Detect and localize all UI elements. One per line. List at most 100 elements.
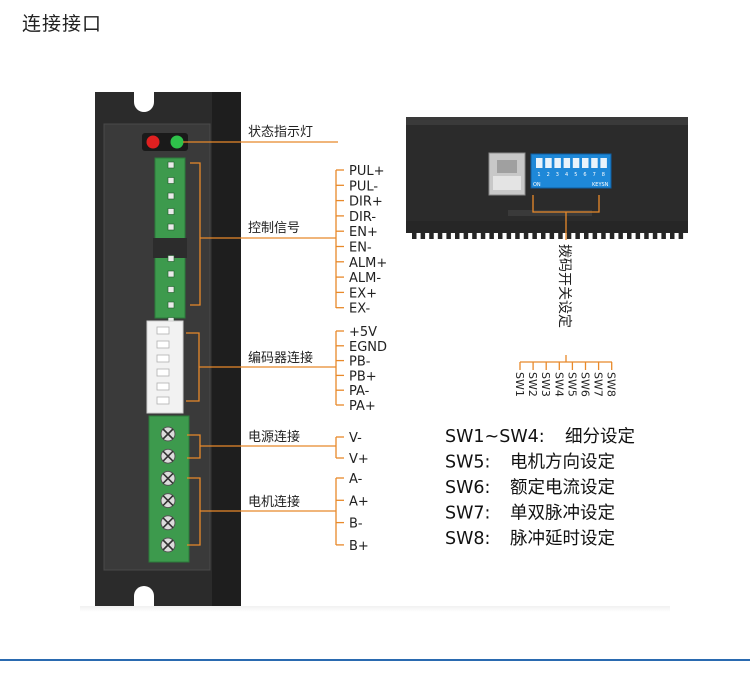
heatsink-fin bbox=[455, 231, 460, 239]
heatsink-fin bbox=[515, 231, 520, 239]
red-led-icon bbox=[146, 135, 160, 149]
pin-label: PUL+ bbox=[349, 164, 385, 179]
pin-label: PB+ bbox=[349, 369, 377, 384]
heatsink-fin bbox=[498, 231, 503, 239]
bottom-divider bbox=[0, 659, 750, 661]
heatsink-fin bbox=[635, 231, 641, 239]
pin-label: A- bbox=[349, 472, 363, 487]
terminal-pin bbox=[167, 223, 175, 231]
legend-key: SW5: bbox=[445, 453, 490, 473]
legend-key: SW8: bbox=[445, 529, 490, 549]
switch-label: SW5 bbox=[565, 372, 578, 397]
switch-label: SW4 bbox=[552, 372, 565, 397]
legend-desc: 细分设定 bbox=[565, 427, 635, 447]
heatsink-fin bbox=[575, 231, 580, 239]
heatsink-fin bbox=[601, 231, 606, 239]
dip-key bbox=[582, 158, 589, 168]
control-signal-label: 控制信号 bbox=[248, 221, 300, 236]
control-signal-terminal bbox=[153, 157, 187, 324]
heatsink-fin bbox=[549, 231, 555, 239]
dip-number: 3 bbox=[556, 172, 559, 178]
legend-key: SW1~SW4: bbox=[445, 427, 545, 447]
pin-label: V- bbox=[349, 431, 362, 446]
switch-label: SW1 bbox=[513, 372, 526, 397]
dip-number: 2 bbox=[547, 172, 550, 178]
switch-label: SW2 bbox=[526, 372, 539, 397]
pin-label: +5V bbox=[349, 325, 377, 340]
pin-label: EN- bbox=[349, 241, 372, 256]
rj45-port-icon bbox=[488, 152, 526, 196]
heatsink-fin bbox=[429, 231, 434, 239]
leader-lines bbox=[183, 141, 338, 546]
heatsink-fin bbox=[532, 231, 537, 239]
dip-key bbox=[600, 158, 607, 168]
terminal-pin bbox=[167, 270, 175, 278]
top-mount-notch bbox=[134, 92, 154, 112]
screw-slot bbox=[162, 495, 174, 507]
screw-slot bbox=[162, 450, 174, 462]
heatsink-fin bbox=[652, 231, 658, 239]
terminal-pin bbox=[167, 208, 175, 215]
pin-label: A+ bbox=[349, 494, 369, 509]
encoder-pin bbox=[156, 396, 170, 405]
pin-labels: PUL+PUL-DIR+DIR-EN+EN-ALM+ALM-EX+EX-+5VE… bbox=[349, 164, 387, 554]
heatsink-fin bbox=[541, 231, 546, 239]
dip-number: 1 bbox=[537, 172, 540, 178]
pin-label: V+ bbox=[349, 452, 369, 467]
pin-label: DIR+ bbox=[349, 195, 383, 210]
heatsink-fin bbox=[670, 231, 675, 239]
pin-label: EN+ bbox=[349, 225, 378, 240]
heatsink-fin bbox=[506, 231, 512, 239]
power-motor-terminal bbox=[148, 415, 190, 563]
dip-key bbox=[536, 158, 543, 168]
pin-label: PUL- bbox=[349, 179, 378, 194]
heatsink-fin bbox=[566, 231, 572, 239]
switch-label: SW6 bbox=[579, 372, 592, 397]
heatsink-fin bbox=[618, 231, 623, 239]
encoder-pin bbox=[156, 326, 170, 335]
heatsink-fin bbox=[412, 231, 417, 239]
page-title: 连接接口 bbox=[22, 13, 103, 35]
heatsink-fin bbox=[463, 231, 469, 239]
pin-label: ALM- bbox=[349, 271, 381, 286]
heatsink-fin bbox=[627, 231, 632, 239]
legend-desc: 单双脉冲设定 bbox=[510, 504, 615, 524]
dip-key bbox=[554, 158, 561, 168]
terminal-pin bbox=[167, 255, 175, 262]
switch-setting-label: 拨码开关设定 bbox=[556, 244, 572, 328]
heatsink-fin bbox=[644, 231, 649, 239]
dip-key bbox=[572, 158, 580, 168]
motor-label: 电机连接 bbox=[248, 494, 300, 510]
dip-on-mark: ON bbox=[533, 182, 541, 188]
heatsink-fin bbox=[437, 231, 443, 239]
dip-key bbox=[545, 158, 552, 168]
power-label: 电源连接 bbox=[248, 429, 300, 445]
switch-label: SW8 bbox=[605, 372, 618, 397]
screw-slot bbox=[162, 472, 174, 484]
terminal-pin bbox=[167, 177, 175, 184]
screw-slot bbox=[162, 428, 174, 440]
shadow-divider bbox=[80, 606, 670, 612]
terminal-pin bbox=[167, 161, 175, 169]
legend-desc: 脉冲延时设定 bbox=[510, 529, 615, 549]
encoder-pin bbox=[156, 382, 170, 391]
pin-label: PA- bbox=[349, 384, 370, 399]
green-led-icon bbox=[170, 135, 184, 149]
terminal-pin bbox=[167, 301, 175, 309]
dip-number: 8 bbox=[602, 172, 605, 178]
encoder-label: 编码器连接 bbox=[248, 350, 313, 366]
dip-brand: KEYSN bbox=[592, 182, 609, 188]
screw-slot bbox=[162, 539, 174, 551]
heatsink-fin bbox=[609, 231, 615, 239]
dip-key bbox=[591, 158, 598, 168]
encoder-pin bbox=[156, 368, 170, 377]
encoder-pin bbox=[156, 354, 170, 363]
pin-label: PB- bbox=[349, 355, 371, 370]
legend-key: SW7: bbox=[445, 504, 490, 524]
dip-number: 7 bbox=[593, 172, 596, 178]
pin-label: EGND bbox=[349, 340, 387, 355]
bottom-mount-notch bbox=[134, 586, 154, 606]
